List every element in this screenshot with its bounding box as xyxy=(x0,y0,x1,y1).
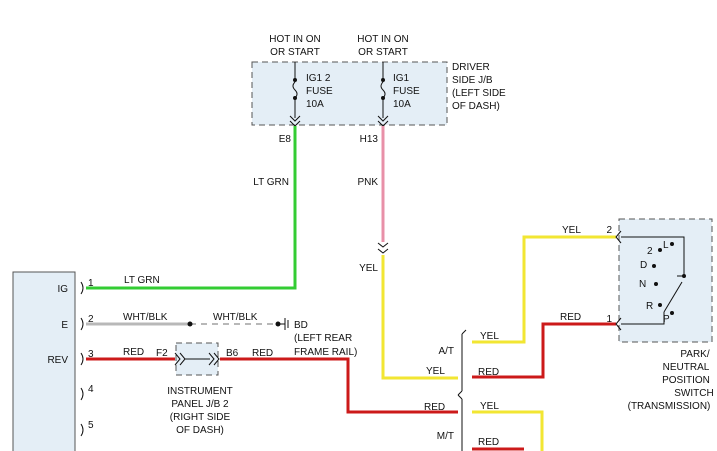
hot-label-1-line1: HOT IN ON xyxy=(269,34,320,45)
switch-label-line1: PARK/ xyxy=(680,349,709,360)
instrument-jb-label-line4: OF DASH) xyxy=(176,425,224,436)
ecu-pin-3-terminal xyxy=(80,352,84,366)
ground-symbol xyxy=(280,318,289,330)
ecu-pin-5-number: 5 xyxy=(88,420,94,431)
driver-jb-label-line2: SIDE J/B xyxy=(452,75,493,86)
red-wire-mt-label: RED xyxy=(478,437,499,448)
switch-contact-n xyxy=(654,282,658,286)
switch-pin-2-label: 2 xyxy=(606,225,612,236)
ecu-pin-2-number: 2 xyxy=(88,314,94,325)
driver-jb-box xyxy=(251,61,448,126)
yel-wire-top-label: YEL xyxy=(562,225,581,236)
fuse-1-symbol xyxy=(289,62,301,127)
yel-wire-mt-label: YEL xyxy=(480,401,499,412)
variant-bracket xyxy=(457,329,467,451)
switch-contact-d xyxy=(652,264,656,268)
instrument-jb-label-line2: PANEL J/B 2 xyxy=(171,399,229,410)
switch-pos-l: L xyxy=(663,240,669,251)
switch-contact-l xyxy=(670,242,674,246)
yel-wire-label-vertical: YEL xyxy=(359,263,378,274)
red-wire-at-label: RED xyxy=(478,367,499,378)
switch-contact-r xyxy=(658,303,662,307)
switch-pos-r: R xyxy=(646,301,653,312)
ecu-pin-1-terminal xyxy=(80,281,84,295)
ground-label-line1: BD xyxy=(294,320,308,331)
ecu-pin-1-label: IG xyxy=(57,284,68,295)
instrument-jb-label-line1: INSTRUMENT xyxy=(167,386,233,397)
fuse-2-name: IG1 xyxy=(393,73,410,84)
ecu-pin-1-number: 1 xyxy=(88,278,94,289)
yel-wire-vertical xyxy=(381,255,458,380)
pin-e8-label: E8 xyxy=(279,134,292,145)
switch-contact-p xyxy=(670,311,674,315)
switch-label-line2: NEUTRAL xyxy=(663,362,710,373)
hot-label-2-line1: HOT IN ON xyxy=(357,34,408,45)
red-wire-switch-label: RED xyxy=(560,312,581,323)
driver-jb-label-line3: (LEFT SIDE xyxy=(452,88,506,99)
fuse-2-symbol xyxy=(377,62,389,127)
wht-blk-label-2: WHT/BLK xyxy=(213,312,258,323)
driver-jb-label-line4: OF DASH) xyxy=(452,101,500,112)
lt-grn-wire-label-ig: LT GRN xyxy=(124,275,160,286)
hot-label-1-line2: OR START xyxy=(270,47,320,58)
ecu-pin-4-terminal xyxy=(80,387,84,401)
fuse-2-type: FUSE xyxy=(393,86,420,97)
pin-b6-label: B6 xyxy=(226,348,239,359)
ground-dot xyxy=(275,321,281,327)
yel-wire-at xyxy=(472,235,616,344)
red-wire-at xyxy=(472,322,616,379)
switch-pin-1-label: 1 xyxy=(606,314,612,325)
red-rev-wire-label: RED xyxy=(123,347,144,358)
ecu-box xyxy=(12,271,76,451)
driver-side-junction-block: HOT IN ON OR START HOT IN ON OR START IG… xyxy=(251,34,506,145)
switch-pos-n: N xyxy=(639,279,646,290)
ecu-connector-block xyxy=(12,271,84,451)
splice-dot xyxy=(187,321,193,327)
park-neutral-position-switch xyxy=(615,218,713,343)
ecu-pin-2-label: E xyxy=(61,320,68,331)
variant-at-label: A/T xyxy=(438,346,454,357)
ground-label-line2: (LEFT REAR xyxy=(294,333,352,344)
switch-pos-d: D xyxy=(640,260,647,271)
switch-label-line5: (TRANSMISSION) xyxy=(628,401,711,412)
fuse-2-rating: 10A xyxy=(393,99,411,110)
red-wire-after-b6 xyxy=(220,357,458,414)
pin-h13-label: H13 xyxy=(360,134,379,145)
driver-jb-label-line1: DRIVER xyxy=(452,62,490,73)
switch-wiper-pivot xyxy=(682,274,686,278)
switch-label-line3: POSITION xyxy=(662,375,710,386)
switch-label-line4: SWITCH xyxy=(674,388,713,399)
inline-connector xyxy=(377,242,389,254)
pin-f2-label: F2 xyxy=(156,348,168,359)
fuse-1-type: FUSE xyxy=(306,86,333,97)
switch-contact-2 xyxy=(658,248,662,252)
yel-wire-mt xyxy=(472,410,544,451)
hot-label-2-line2: OR START xyxy=(358,47,408,58)
red-wire-bottom-left-label: RED xyxy=(424,402,445,413)
switch-pos-p: P xyxy=(663,314,670,325)
red-wire-after-b6-label: RED xyxy=(252,348,273,359)
wht-blk-label-1: WHT/BLK xyxy=(123,312,168,323)
ecu-pin-4-number: 4 xyxy=(88,384,94,395)
ecu-pin-3-label: REV xyxy=(47,355,68,366)
fuse-1-rating: 10A xyxy=(306,99,324,110)
lt-grn-wire-label-vertical: LT GRN xyxy=(253,177,289,188)
yel-wire-at-label: YEL xyxy=(480,331,499,342)
lt-grn-wire xyxy=(86,126,297,290)
switch-box xyxy=(618,218,713,343)
ecu-pin-5-terminal xyxy=(80,423,84,437)
switch-pos-2: 2 xyxy=(647,246,653,257)
pnk-wire-label: PNK xyxy=(357,177,378,188)
ground-label-line3: FRAME RAIL) xyxy=(294,347,357,358)
variant-mt-label: M/T xyxy=(437,431,454,442)
ecu-pin-3-number: 3 xyxy=(88,349,94,360)
yel-wire-label-bottom-left: YEL xyxy=(426,366,445,377)
instrument-panel-junction-block xyxy=(174,342,220,376)
ecu-pin-2-terminal xyxy=(80,317,84,331)
instrument-jb-label-line3: (RIGHT SIDE xyxy=(170,412,231,423)
fuse-1-name: IG1 2 xyxy=(306,73,331,84)
